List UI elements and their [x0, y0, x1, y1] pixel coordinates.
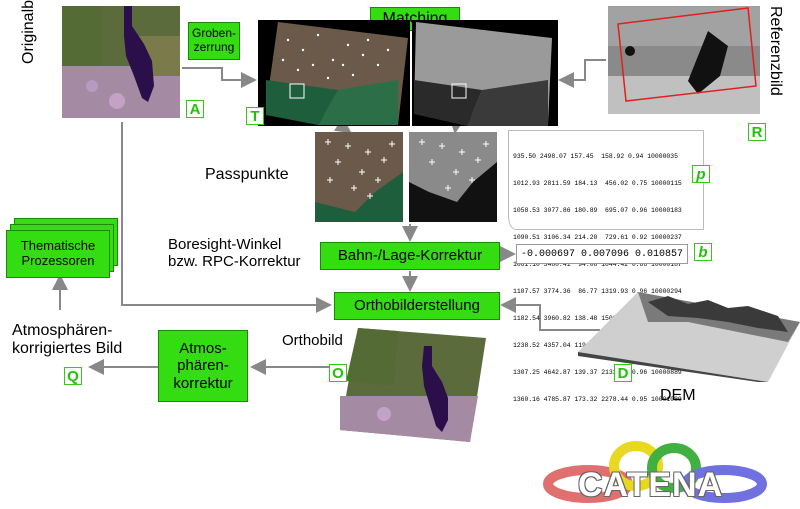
label-orthobild: Orthobild	[282, 332, 343, 349]
dem-text: DEM	[660, 387, 696, 404]
atmos-corrected-line1: Atmosphären-	[12, 322, 113, 339]
originalbild-text: Originalbild	[20, 0, 37, 64]
label-originalbild: Originalbild	[20, 0, 38, 64]
grobentzerrung-line1: Groben-	[191, 26, 237, 41]
atmosphaerenkorrektur-box: Atmos- phären- korrektur	[158, 330, 248, 402]
arrow-dem-to-ortho	[500, 297, 600, 331]
grobentzerrung-line2: zerrung	[193, 40, 235, 54]
tag-a: A	[186, 100, 204, 118]
label-referenzbild: Referenzbild	[766, 6, 784, 96]
boresight-line2: bzw. RPC-Korrektur	[168, 253, 301, 271]
atmos-line2: phären-	[177, 357, 229, 375]
tiepoint-row: 1061.10 3480.41 94.08 1044.42 0.86 10000…	[513, 261, 682, 268]
tiepoint-row: 1360.16 4785.87 173.32 2278.44 0.95 1000…	[513, 396, 682, 403]
tag-d: D	[614, 364, 632, 382]
orthobilderstellung-box: Orthobilderstellung	[334, 292, 500, 320]
tiepoint-table-document: 935.50 2498.07 157.45 158.92 0.94 100000…	[508, 130, 704, 403]
tiepoint-row: 935.50 2498.07 157.45 158.92 0.94 100000…	[513, 153, 678, 160]
transformed-image	[258, 20, 410, 126]
referenzbild-text: Referenzbild	[767, 6, 784, 96]
catena-logo	[543, 441, 767, 503]
ortho-image	[338, 326, 488, 444]
catena-text: CATENA	[578, 466, 724, 504]
tiepoint-row: 1058.53 3077.86 180.89 695.07 0.96 10000…	[513, 207, 682, 214]
grayscale-matching-image	[412, 20, 558, 126]
reference-image	[608, 6, 760, 114]
label-passpunkte: Passpunkte	[205, 166, 289, 184]
original-image	[62, 6, 180, 118]
tag-p: p	[692, 165, 710, 183]
thematische-line2: Prozessoren	[21, 253, 95, 268]
atmos-corrected-line2: korrigiertes Bild	[12, 340, 123, 358]
arrow-original-to-ortho	[121, 122, 332, 313]
atmos-line1: Atmos-	[179, 340, 227, 358]
thematische-line1: Thematische	[20, 238, 96, 254]
tiepoint-color-thumbnail	[315, 132, 403, 222]
tiepoint-row: 1012.93 2811.59 184.13 456.02 0.75 10000…	[513, 180, 682, 187]
arrow-reference-to-matching	[558, 59, 606, 88]
dem-surface	[578, 282, 800, 382]
orthobild-text: Orthobild	[282, 332, 343, 349]
label-atmos-corrected: Atmosphären- korrigiertes Bild	[12, 322, 122, 359]
tiepoint-row: 1107.57 3774.36 86.77 1319.93 0.96 10000…	[513, 288, 682, 295]
boresight-values-text: -0.000697 0.007096 0.010857	[520, 248, 684, 260]
tag-q: Q	[64, 367, 82, 385]
tag-b: b	[694, 243, 712, 261]
bahn-lage-korrektur-box: Bahn-/Lage-Korrektur	[320, 242, 500, 270]
boresight-line1: Boresight-Winkel	[168, 236, 282, 253]
orthobilderstellung-label: Orthobilderstellung	[354, 297, 480, 315]
bahn-lage-label: Bahn-/Lage-Korrektur	[337, 247, 483, 265]
atmos-line3: korrektur	[173, 374, 233, 392]
tag-o: O	[329, 364, 347, 382]
tag-t: T	[246, 107, 264, 125]
tag-r: R	[748, 123, 766, 141]
tiepoint-row: 1090.51 3106.34 214.20 729.61 0.92 10000…	[513, 234, 682, 241]
thematische-prozessoren-box: Thematische Prozessoren	[6, 230, 110, 278]
catena-logo-text: CATENA	[578, 466, 723, 505]
boresight-values-box: -0.000697 0.007096 0.010857	[516, 244, 688, 264]
label-boresight: Boresight-Winkel bzw. RPC-Korrektur	[168, 236, 301, 271]
passpunkte-text: Passpunkte	[205, 166, 289, 183]
tiepoint-gray-thumbnail	[409, 132, 497, 222]
arrow-original-to-t	[182, 67, 257, 88]
grobentzerrung-box: Groben- zerrung	[188, 22, 240, 60]
label-dem: DEM	[660, 387, 696, 405]
